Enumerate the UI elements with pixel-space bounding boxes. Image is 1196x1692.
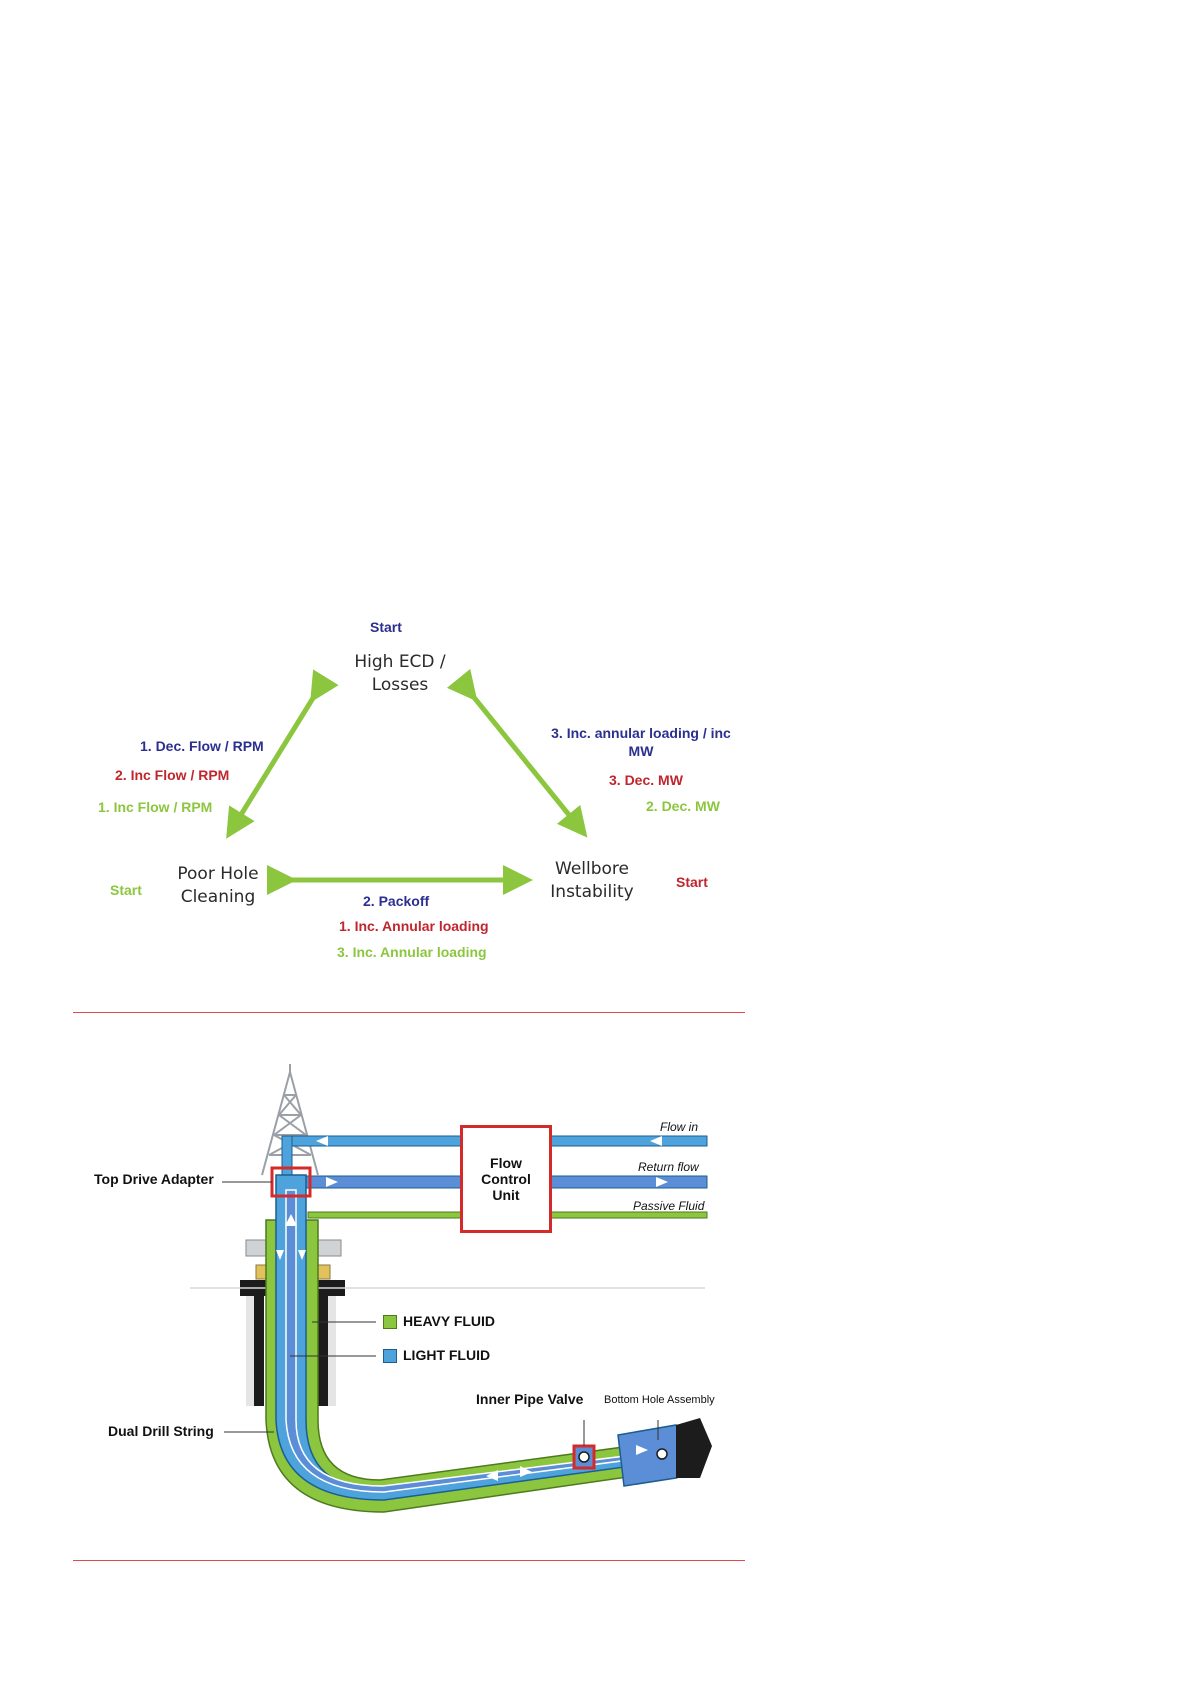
left-edge-red: 2. Inc Flow / RPM — [115, 767, 230, 783]
flow-arrow-bottom-1 — [486, 1470, 498, 1481]
node-poor-hole-cleaning: Poor Hole Cleaning — [163, 863, 273, 909]
node-poor-hole-line1: Poor Hole — [177, 864, 259, 884]
fcu-line2: Control — [481, 1171, 531, 1187]
flow-in-riser — [281, 1135, 293, 1177]
node-wellbore-line2: Instability — [550, 882, 634, 902]
arrow-top-left — [226, 669, 339, 839]
flow-arrow-down-2 — [298, 1250, 306, 1260]
legend-light-swatch — [383, 1348, 397, 1363]
node-wellbore-line1: Wellbore — [555, 859, 629, 879]
legend-heavy-fluid: HEAVY FLUID — [383, 1313, 495, 1331]
node-high-ecd-line2: Losses — [371, 675, 429, 695]
passive-fluid-label: Passive Fluid — [633, 1199, 705, 1213]
legend-light-label: LIGHT FLUID — [403, 1347, 491, 1363]
right-edge-green: 2. Dec. MW — [646, 798, 720, 814]
return-flow-label: Return flow — [638, 1160, 699, 1174]
left-edge-blue: 1. Dec. Flow / RPM — [140, 738, 264, 754]
inner-pipe-valve-icon — [578, 1451, 590, 1463]
legend-light-fluid: LIGHT FLUID — [383, 1347, 490, 1365]
drill-bit-icon — [676, 1418, 712, 1478]
top-start-label: Start — [370, 619, 402, 635]
node-high-ecd: High ECD / Losses — [345, 651, 455, 697]
divider-bottom — [73, 1560, 745, 1561]
flow-in-label: Flow in — [660, 1120, 699, 1134]
flow-arrow-up — [285, 1214, 297, 1226]
bottom-edge-red: 1. Inc. Annular loading — [339, 918, 489, 934]
left-start-label: Start — [110, 882, 142, 898]
flow-arrow-bottom-3 — [520, 1447, 532, 1457]
right-edge-blue: 3. Inc. annular loading / inc MW — [540, 724, 742, 760]
legend-heavy-label: HEAVY FLUID — [403, 1313, 496, 1329]
casing — [246, 1296, 336, 1406]
leader-lines — [222, 1181, 659, 1446]
well-schematic — [190, 1064, 712, 1513]
fcu-line3: Unit — [492, 1187, 520, 1203]
dual-drill-string-label: Dual Drill String — [108, 1423, 214, 1439]
node-high-ecd-line1: High ECD / — [354, 652, 446, 672]
node-wellbore-instability: Wellbore Instability — [537, 858, 647, 904]
bottom-edge-blue: 2. Packoff — [363, 893, 430, 909]
bottom-edge-green: 3. Inc. Annular loading — [337, 944, 487, 960]
flow-arrow-in-2 — [650, 1136, 662, 1146]
legend-heavy-swatch — [383, 1314, 397, 1329]
node-poor-hole-line2: Cleaning — [180, 887, 256, 907]
left-edge-green: 1. Inc Flow / RPM — [98, 799, 213, 815]
right-edge-red: 3. Dec. MW — [609, 772, 683, 788]
flow-control-unit: Flow Control Unit — [460, 1125, 552, 1233]
flow-arrow-return-2 — [656, 1177, 668, 1187]
right-edge-blue-line1: 3. Inc. annular loading / inc — [551, 725, 731, 741]
cycle-arrows — [226, 668, 588, 895]
top-drive-adapter-label: Top Drive Adapter — [94, 1171, 214, 1187]
flow-arrow-bottom-2 — [520, 1466, 532, 1477]
fcu-line1: Flow — [490, 1155, 522, 1171]
bha-valve-icon — [656, 1448, 668, 1460]
right-start-label: Start — [676, 874, 708, 890]
flow-arrow-in-1 — [316, 1136, 328, 1146]
arrow-top-right — [446, 668, 588, 838]
inner-pipe-valve-label: Inner Pipe Valve — [476, 1391, 584, 1407]
flow-arrow-return-1 — [326, 1177, 338, 1187]
right-edge-blue-line2: MW — [628, 743, 654, 759]
flow-arrow-down-1 — [276, 1250, 284, 1260]
divider-top — [73, 1012, 745, 1013]
flow-arrows — [276, 1136, 668, 1481]
flow-arrow-bha — [636, 1445, 648, 1455]
bottom-hole-assembly-label: Bottom Hole Assembly — [604, 1394, 715, 1406]
